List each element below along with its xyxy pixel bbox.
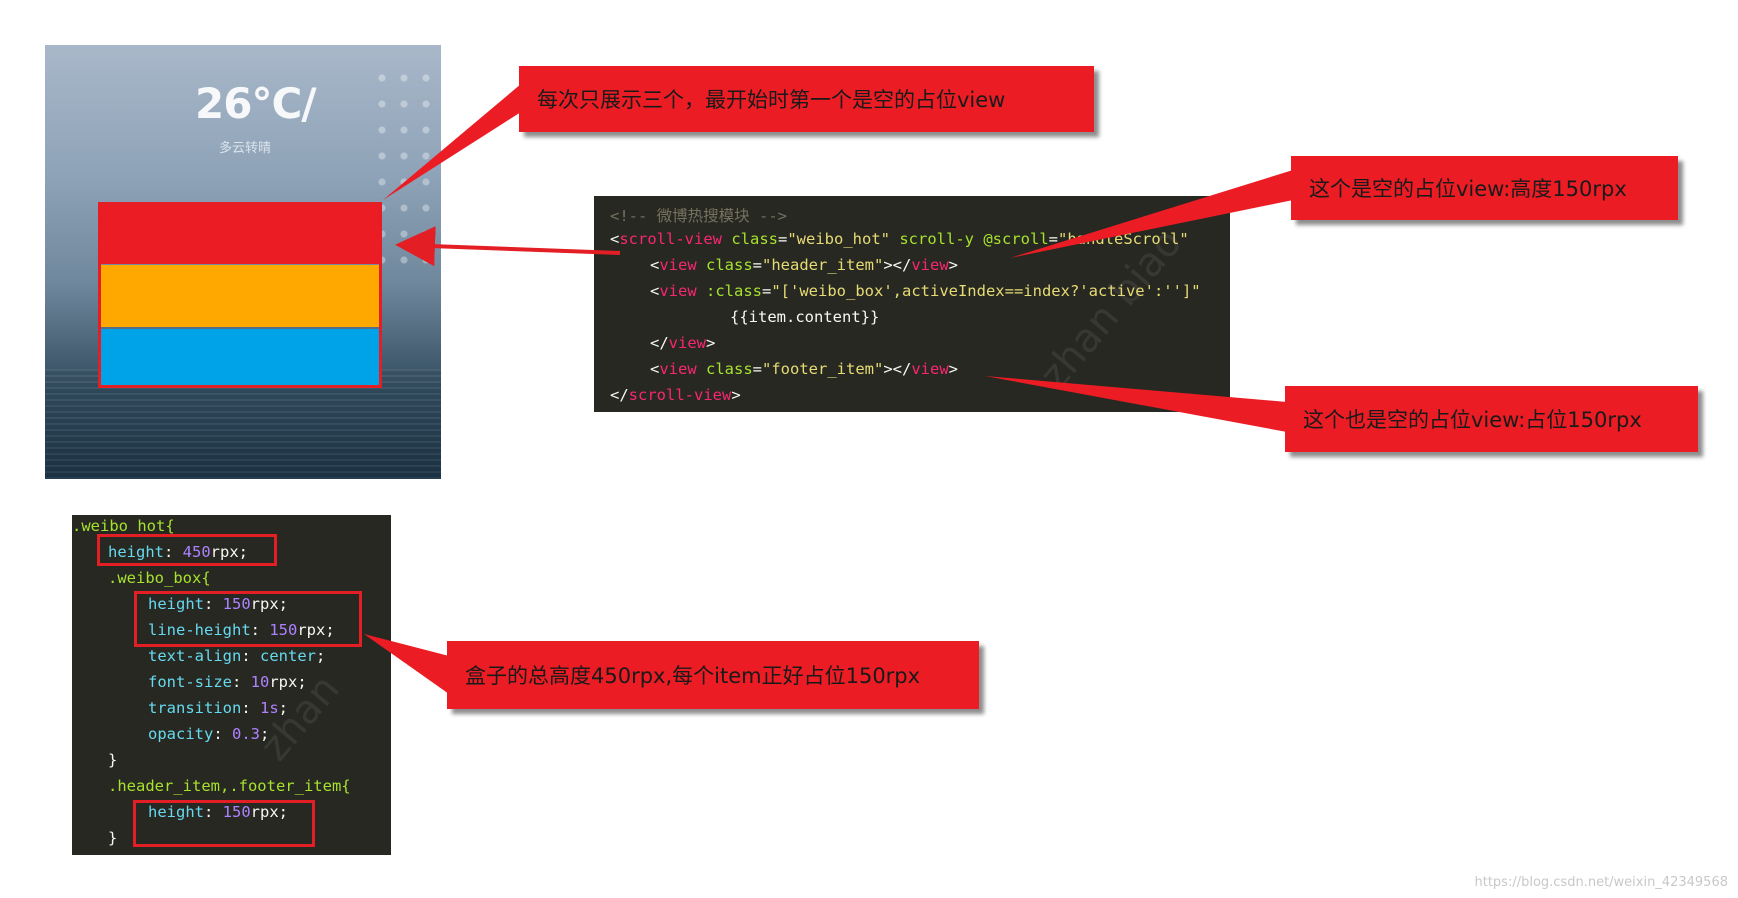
callout-4-pointer (364, 634, 449, 694)
source-url: https://blog.csdn.net/weixin_42349568 (1474, 875, 1728, 890)
callout-1-pointer (383, 84, 521, 200)
callout-2-pointer (1010, 170, 1293, 258)
scroll-view-arrow (403, 245, 620, 253)
callout-3-pointer (985, 376, 1287, 432)
